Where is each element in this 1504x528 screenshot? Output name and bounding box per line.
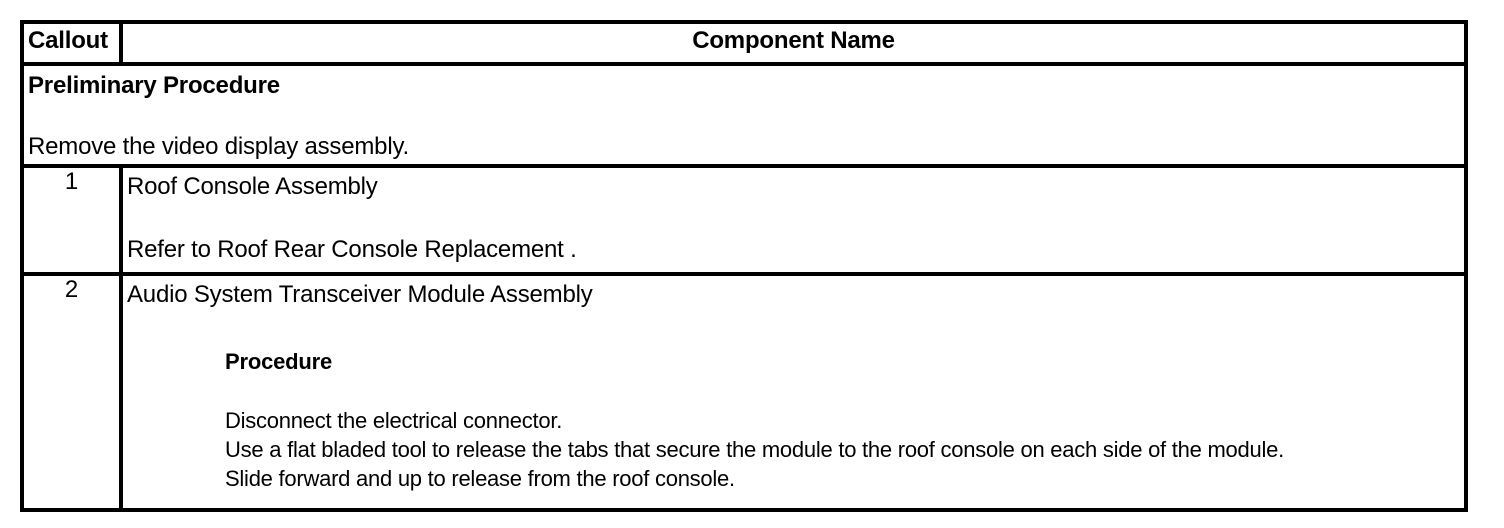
column-header-component-name-label: Component Name (692, 27, 895, 54)
procedure-subheading-2: Procedure (225, 349, 333, 374)
column-header-callout: Callout (20, 20, 123, 66)
component-content-1: Roof Console Assembly Refer to Roof Rear… (123, 168, 1464, 264)
preliminary-procedure-spacer (28, 101, 1464, 133)
preliminary-procedure-body: Remove the video display assembly. (28, 133, 409, 160)
component-spacer-2a (127, 310, 1464, 348)
column-header-callout-label: Callout (28, 27, 108, 54)
component-content-2: Audio System Transceiver Module Assembly… (123, 276, 1464, 493)
callout-number-cell-2: 2 (20, 272, 123, 512)
header-row: Callout Component Name (20, 20, 1468, 66)
component-spacer-2b (127, 376, 1464, 406)
callout-number-1: 1 (64, 168, 79, 195)
column-header-component-name: Component Name (119, 20, 1468, 66)
component-title-2: Audio System Transceiver Module Assembly (127, 281, 593, 308)
table-row: 1 Roof Console Assembly Refer to Roof Re… (20, 164, 1468, 276)
component-title-1: Roof Console Assembly (127, 173, 378, 200)
callout-number-2: 2 (64, 276, 79, 303)
procedure-step: Slide forward and up to release from the… (225, 466, 735, 491)
component-refer-link-1[interactable]: Refer to Roof Rear Console Replacement . (127, 236, 577, 263)
procedure-step: Disconnect the electrical connector. (225, 408, 563, 433)
preliminary-procedure-content: Preliminary Procedure Remove the video d… (24, 66, 1464, 161)
component-cell-2: Audio System Transceiver Module Assembly… (119, 272, 1468, 512)
table-row-preliminary: Preliminary Procedure Remove the video d… (20, 62, 1468, 168)
preliminary-procedure-title: Preliminary Procedure (28, 72, 280, 99)
component-spacer-1 (127, 202, 1464, 236)
callout-component-table: Callout Component Name Preliminary Proce… (20, 20, 1468, 512)
procedure-step: Use a flat bladed tool to release the ta… (225, 437, 1284, 462)
callout-number-cell-1: 1 (20, 164, 123, 276)
table-header: Callout Component Name (20, 20, 1468, 66)
procedure-step-list-2: Disconnect the electrical connector. Use… (127, 406, 1464, 493)
component-cell-1: Roof Console Assembly Refer to Roof Rear… (119, 164, 1468, 276)
table-body: Preliminary Procedure Remove the video d… (20, 62, 1468, 512)
preliminary-procedure-cell: Preliminary Procedure Remove the video d… (20, 62, 1468, 168)
table-row: 2 Audio System Transceiver Module Assemb… (20, 272, 1468, 512)
